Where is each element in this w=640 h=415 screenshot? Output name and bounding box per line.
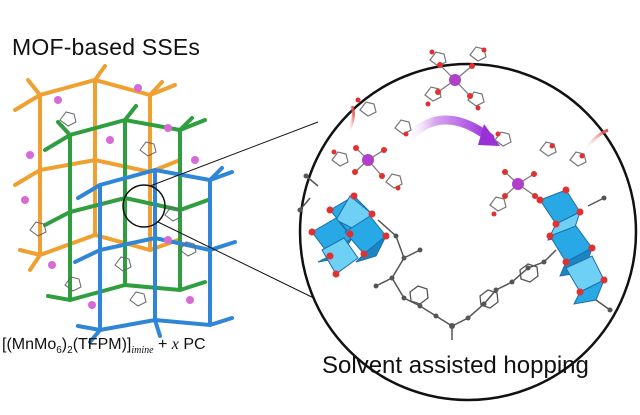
figure-title: MOF-based SSEs <box>12 34 201 60</box>
li-ion-icon <box>21 84 199 309</box>
formula-part: PC <box>178 336 206 353</box>
organic-linker <box>297 173 613 340</box>
left-solvated-li-icon <box>331 97 412 191</box>
formula-part: [(MnMo <box>2 336 57 353</box>
framework-lattice <box>13 64 237 344</box>
right-oxygen-atoms <box>536 186 608 296</box>
free-solvated-li-icon <box>424 46 487 111</box>
formula-subscript: 2 <box>67 345 73 357</box>
mo-octahedron-icon <box>311 195 387 275</box>
material-formula: [(MnMo6)2(TFPM)]imine + x PC <box>2 336 206 356</box>
formula-subscript-imine: imine <box>131 345 154 357</box>
right-red-arrow <box>582 128 609 153</box>
left-oxygen-atoms <box>308 192 390 278</box>
green-framework-icon <box>43 104 210 303</box>
left-red-arrow <box>346 105 355 133</box>
hopping-arrowhead <box>478 124 500 146</box>
formula-part: (TFPM)] <box>72 336 132 353</box>
magnified-caption: Solvent assisted hopping <box>322 352 589 379</box>
formula-part: + <box>153 336 172 353</box>
formula-part: ) <box>61 336 68 353</box>
zoom-indicator <box>122 121 323 303</box>
hopping-arrow-icon <box>400 115 495 147</box>
right-solvated-li-icon <box>489 131 587 217</box>
formula-variable: x <box>171 336 179 353</box>
blue-framework-icon <box>73 166 237 344</box>
formula-subscript: 6 <box>56 345 62 357</box>
lattice-linkers <box>29 111 197 307</box>
